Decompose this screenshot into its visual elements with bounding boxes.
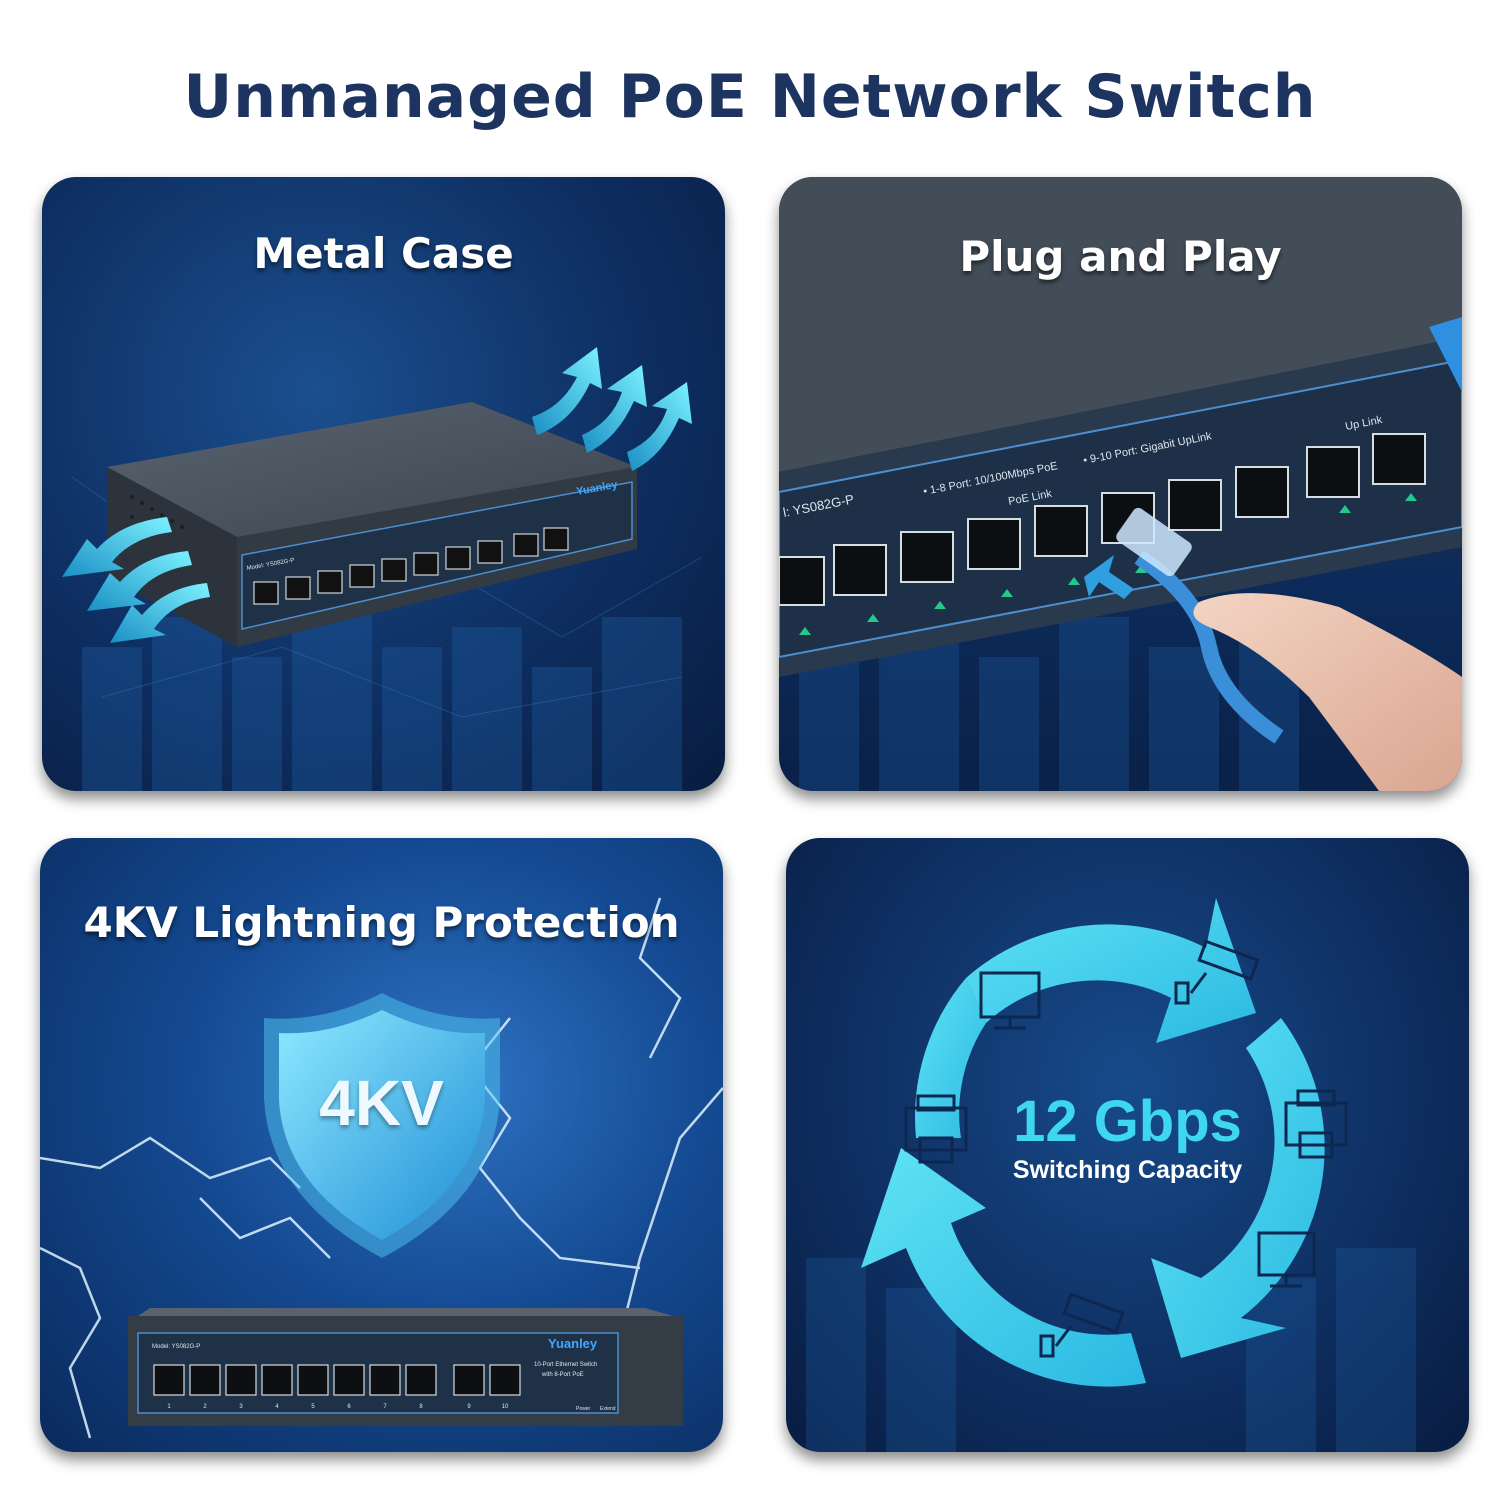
port-led-indicators [799,493,1417,635]
port-number-label: 5 [311,1404,315,1410]
airflow-arrow-icon [62,517,210,643]
plug-and-play-panel: l: YS082G-P • 1-8 Port: 10/100Mbps PoE •… [779,177,1462,791]
switch-device: Yuanley Model: YS082G-P [107,402,637,647]
cycle-arrow-icon [861,898,1325,1387]
description-line2: with 8-Port PoE [541,1372,584,1378]
description-line1: 10-Port Ethernet Switch [534,1362,597,1368]
plug-and-play-title: Plug and Play [959,232,1282,281]
power-label: Power [576,1406,591,1412]
page-title: Unmanaged PoE Network Switch [183,62,1317,132]
airflow-arrow-icon [532,347,692,471]
port-number-label: 3 [239,1404,243,1410]
shield-icon [264,993,500,1258]
brand-label: Yuanley [548,1336,598,1351]
port-number-label: 8 [419,1404,423,1410]
monitor-icon [979,971,1041,1030]
finger-plug-illustration [1084,507,1462,791]
printer-icon [1284,1089,1348,1159]
port-number-label: 7 [383,1404,387,1410]
ethernet-ports [779,433,1426,606]
port-number-label: 9 [467,1404,471,1410]
city-skyline-backdrop [806,1248,1416,1452]
port-number-label: 2 [203,1404,207,1410]
switch-device: Yuanley Model: YS082G-P 10-Port Ethernet… [128,1308,683,1426]
metal-case-title: Metal Case [253,229,514,278]
lightning-title: 4KV Lightning Protection [83,898,680,947]
lightning-illustration: Yuanley Model: YS082G-P 10-Port Ethernet… [40,897,723,1439]
shield-label: 4KV [319,1067,444,1139]
metal-case-panel: Yuanley Model: YS082G-P Metal Case [42,177,725,791]
port-number-label: 4 [275,1404,279,1410]
extend-label: Extend [600,1406,616,1412]
port-number-label: 10 [502,1404,509,1410]
city-skyline-backdrop [82,607,682,791]
cctv-camera-icon [1039,1292,1125,1358]
cctv-camera-icon [1174,939,1260,1005]
port-number-label: 6 [347,1404,351,1410]
switching-capacity-panel: 12 Gbps Switching Capacity [786,838,1469,1452]
switching-capacity-label: Switching Capacity [1012,1156,1243,1184]
lightning-protection-panel: Yuanley Model: YS082G-P 10-Port Ethernet… [40,838,723,1452]
plug-and-play-illustration: l: YS082G-P • 1-8 Port: 10/100Mbps PoE •… [779,177,1462,791]
ethernet-ports [153,1364,521,1396]
model-label: Model: YS082G-P [152,1344,200,1350]
port-number-label: 1 [167,1404,171,1410]
metal-case-illustration: Yuanley Model: YS082G-P [62,347,703,791]
printer-icon [904,1094,968,1164]
switching-illustration [806,898,1416,1452]
switching-capacity-value: 12 Gbps [1013,1089,1242,1154]
monitor-icon [1257,1231,1316,1288]
insert-arrow-icon [1084,555,1134,599]
